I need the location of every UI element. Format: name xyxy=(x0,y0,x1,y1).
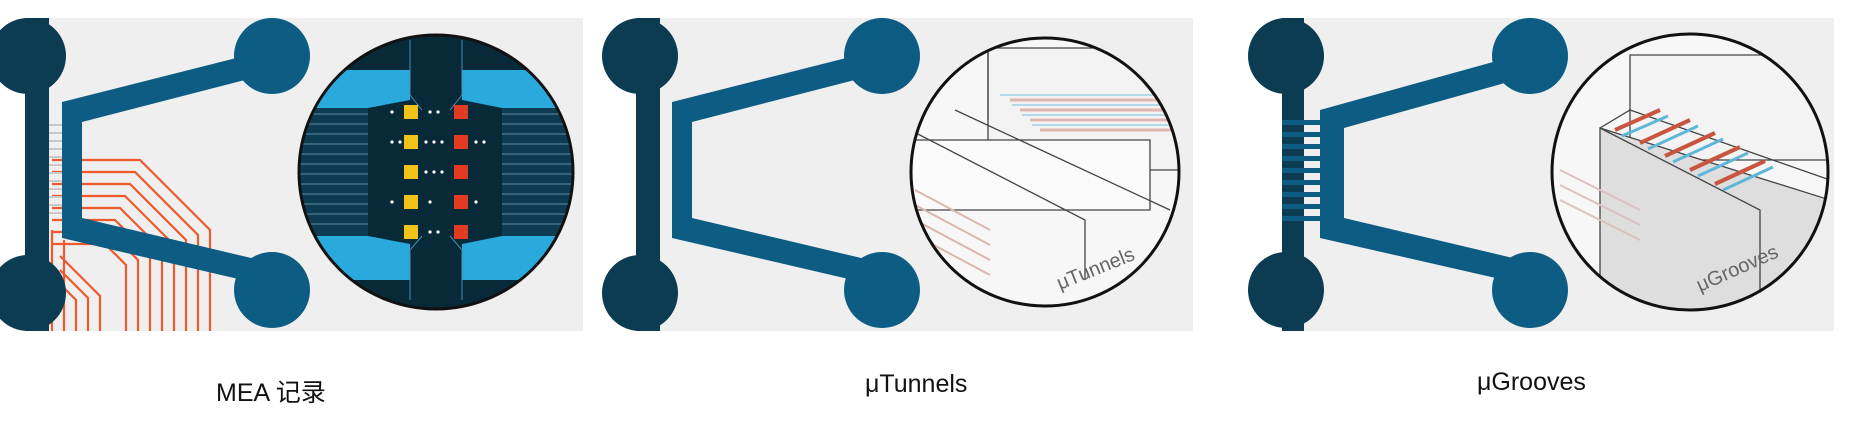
left-chamber xyxy=(602,18,678,331)
mea-inset xyxy=(297,33,575,311)
electrode-traces xyxy=(50,158,212,331)
caption-mea: MEA 记录 xyxy=(216,379,326,407)
electrodes-red xyxy=(454,105,468,239)
electrodes-yellow xyxy=(404,105,418,239)
panel-mea xyxy=(0,18,583,331)
tunnels-inset: μTunnels xyxy=(909,36,1181,308)
right-chamber xyxy=(672,18,920,328)
grooves-inset: μGrooves xyxy=(1550,32,1830,312)
right-chamber xyxy=(62,18,310,328)
caption-grooves: μGrooves xyxy=(1477,368,1586,396)
left-chamber xyxy=(0,18,66,331)
panel-tunnels: μTunnels xyxy=(602,18,1193,331)
caption-tunnels: μTunnels xyxy=(865,370,968,398)
grooves-microchannels xyxy=(1282,120,1344,221)
right-chamber xyxy=(1320,18,1568,328)
panel-grooves: μGrooves xyxy=(1248,18,1834,331)
left-chamber xyxy=(1248,18,1324,331)
